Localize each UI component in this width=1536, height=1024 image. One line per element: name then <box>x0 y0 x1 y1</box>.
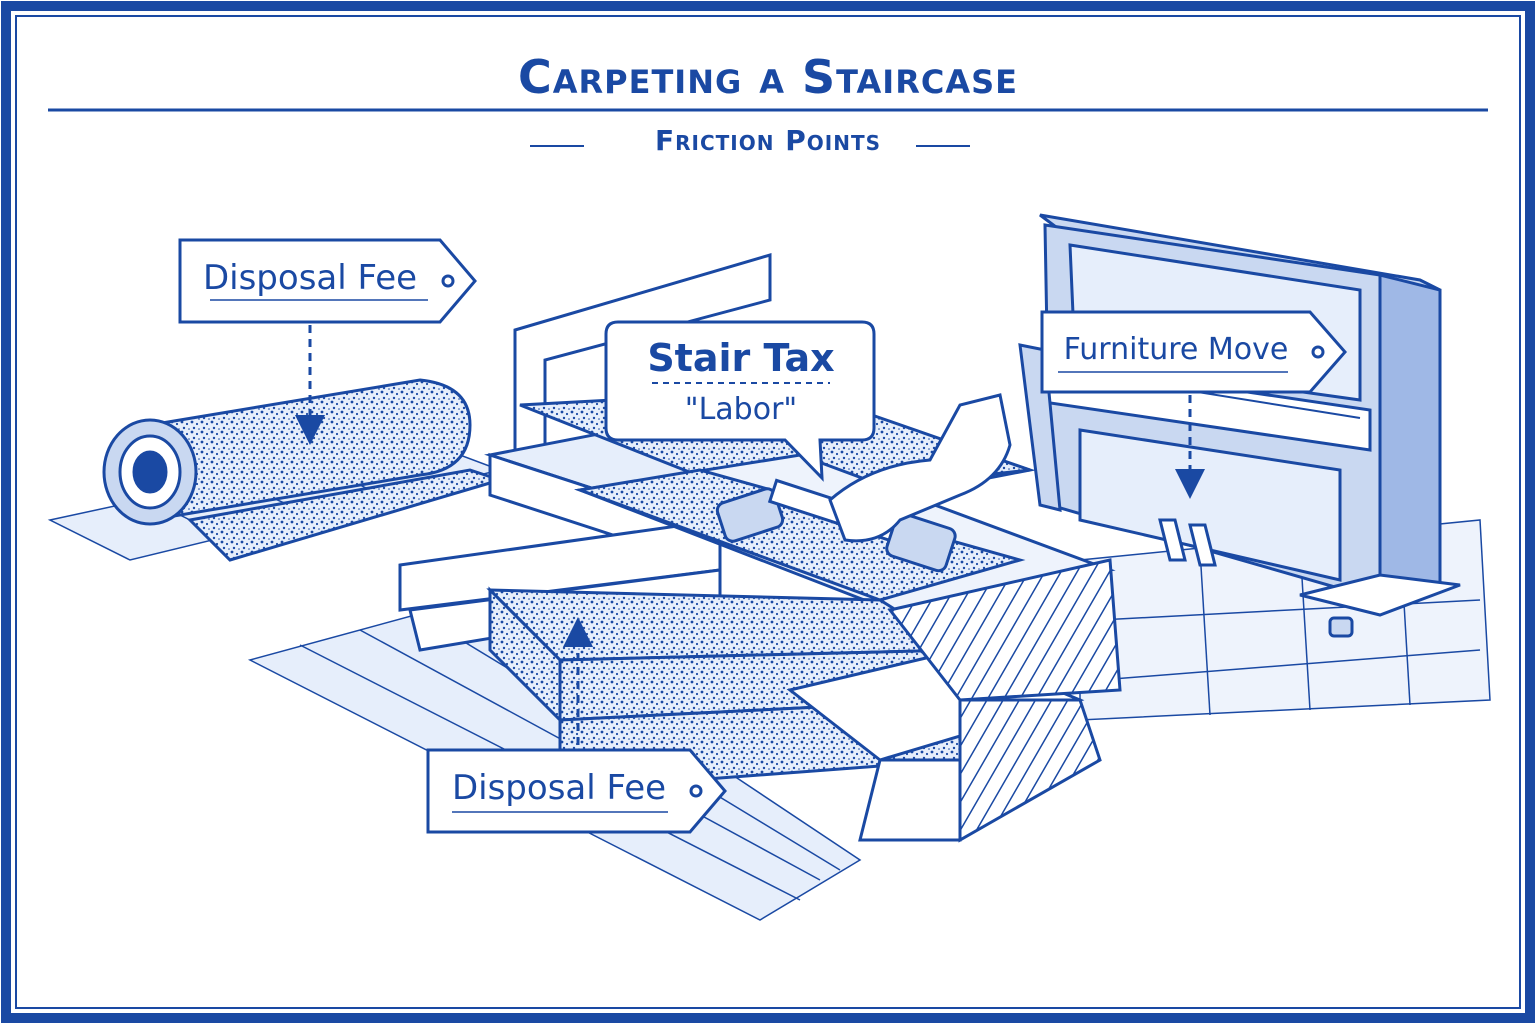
label-tag-furniture <box>1040 310 1347 394</box>
label-labor: "Labor" <box>684 392 798 427</box>
hand-icon <box>828 393 1012 543</box>
label-disposal-fee-top: Disposal Fee <box>202 258 418 298</box>
page-subtitle: Friction Points <box>655 124 881 157</box>
page-title: Carpeting a Staircase <box>518 50 1018 104</box>
label-tag-disposal-bottom <box>426 748 727 834</box>
label-stair-tax: Stair Tax <box>647 336 835 380</box>
label-disposal-fee-bottom: Disposal Fee <box>451 768 667 808</box>
carpet-roll-icon <box>102 378 505 562</box>
speech-bubble-stair-tax <box>604 320 876 482</box>
arrows <box>295 325 1205 745</box>
label-tag-disposal-top <box>178 238 477 324</box>
label-furniture-move: Furniture Move <box>1063 332 1289 367</box>
inner-frame <box>15 15 1521 1009</box>
